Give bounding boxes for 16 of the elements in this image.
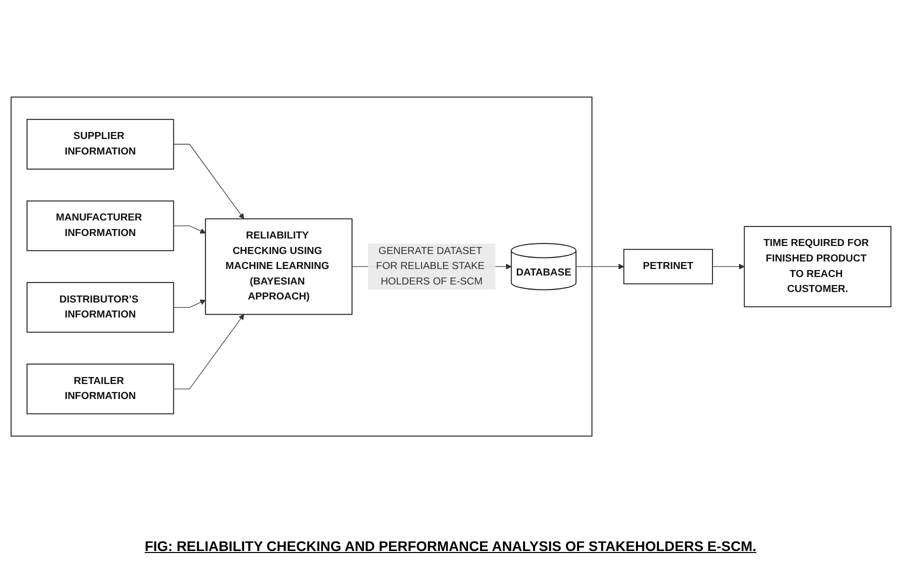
node-box: MANUFACTURER INFORMATION [26, 200, 174, 252]
node-box: DISTRIBUTOR’S INFORMATION [26, 282, 174, 334]
node-box: RETAILER INFORMATION [26, 364, 174, 415]
arrow [172, 144, 244, 220]
arrow [712, 264, 744, 270]
node-box: TIME REQUIRED FOR FINISHED PRODUCT TO REACH CUSTOMER. [743, 226, 891, 308]
arrow [172, 314, 244, 390]
node-box: SUPPLIER INFORMATION [26, 119, 174, 170]
caption: FIG: RELIABILITY CHECKING AND PERFORMANCE ANALYSIS OF STAKEHOLDERS E-SCM. [144, 537, 756, 556]
cluster [10, 97, 592, 437]
arrow [172, 226, 206, 234]
node-box: RELIABILITY CHECKING USING MACHINE LEARNING (BAYESIAN APPROACH) [204, 218, 352, 316]
arrow [575, 264, 624, 270]
arrow [172, 300, 206, 308]
node-box: PETRINET [622, 249, 712, 285]
edge-label: GENERATE DATASET FOR RELIABLE STAKE HOLDERS OF E-SCM [375, 246, 484, 288]
